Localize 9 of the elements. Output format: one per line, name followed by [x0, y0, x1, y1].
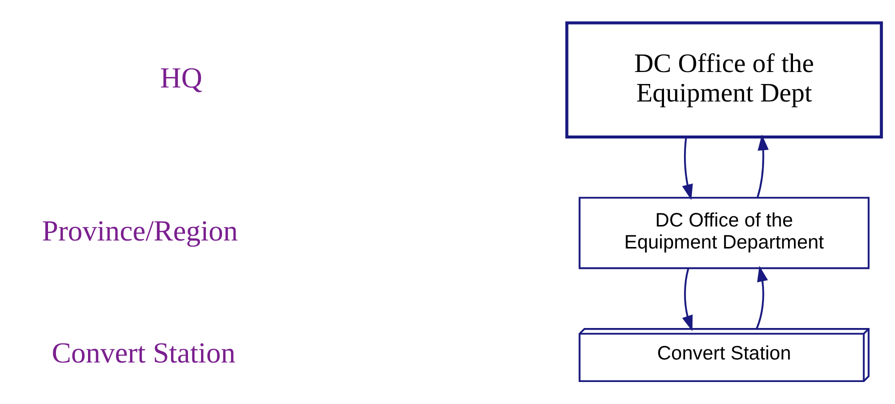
node-box: DC Office of the Equipment Dept	[565, 21, 883, 139]
arrow	[756, 134, 769, 198]
node-box: DC Office of the Equipment Department	[578, 196, 870, 270]
label: Province/Region	[42, 216, 238, 248]
arrow	[682, 268, 693, 332]
label: Convert Station	[52, 338, 236, 370]
arrow	[682, 137, 693, 200]
arrow	[756, 266, 768, 329]
label: HQ	[160, 62, 202, 94]
